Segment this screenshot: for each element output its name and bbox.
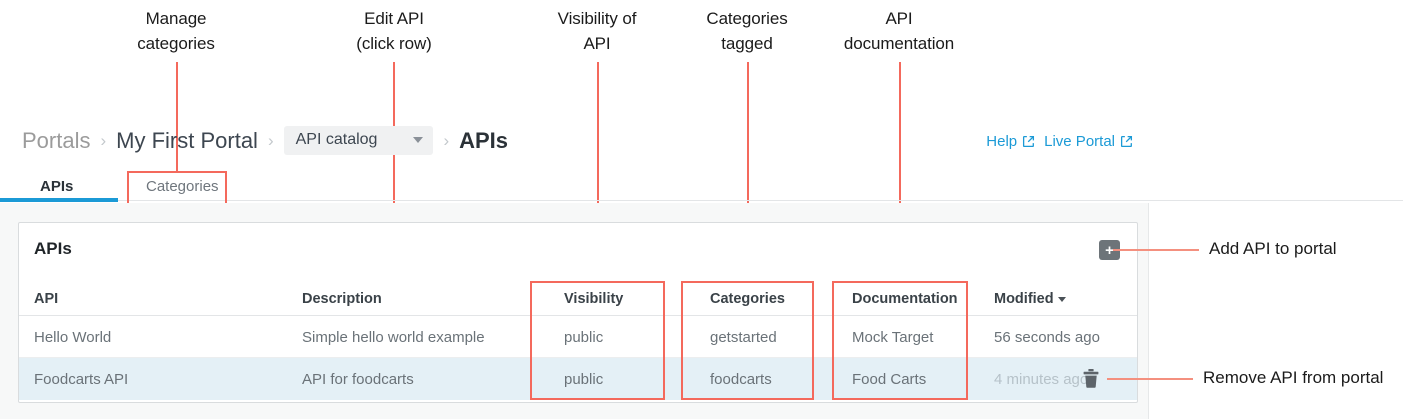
- column-header-documentation[interactable]: Documentation: [852, 291, 958, 307]
- breadcrumb-separator-icon: ›: [100, 130, 107, 150]
- breadcrumb-portals[interactable]: Portals: [22, 127, 91, 153]
- catalog-select[interactable]: API catalog: [283, 126, 434, 155]
- column-header-categories[interactable]: Categories: [710, 291, 785, 307]
- column-header-modified[interactable]: Modified: [994, 291, 1066, 307]
- column-header-modified-label: Modified: [994, 291, 1054, 307]
- tab-bar: APIs Categories: [0, 170, 1403, 204]
- annotation-line-categories: [747, 62, 749, 282]
- cell-visibility: public: [564, 329, 604, 346]
- annotation-remove-api-from-portal: Remove API from portal: [1203, 368, 1384, 387]
- column-header-api[interactable]: API: [34, 291, 59, 307]
- tab-active-underline: [0, 198, 118, 202]
- cell-documentation: Mock Target: [852, 329, 934, 346]
- cell-api: Hello World: [34, 329, 112, 346]
- chevron-down-icon: [413, 137, 424, 143]
- tab-categories[interactable]: Categories: [146, 178, 219, 195]
- catalog-select-value: API catalog: [295, 131, 378, 148]
- cell-categories: foodcarts: [710, 371, 772, 388]
- annotation-line-visibility: [597, 62, 599, 282]
- sort-desc-icon: [1057, 297, 1066, 302]
- live-portal-link-label: Live Portal: [1044, 133, 1115, 150]
- cell-modified: 56 seconds ago: [994, 329, 1100, 346]
- annotation-api-documentation: API documentation: [843, 9, 955, 53]
- add-api-button[interactable]: +: [1099, 240, 1120, 260]
- external-link-icon: [1120, 135, 1133, 148]
- delete-row-icon[interactable]: [1083, 369, 1099, 388]
- breadcrumb-separator-icon: ›: [267, 130, 274, 150]
- tab-apis[interactable]: APIs: [40, 178, 74, 195]
- tab-bar-divider: [118, 200, 1403, 201]
- cell-categories: getstarted: [710, 329, 777, 346]
- table-row[interactable]: Hello World Simple hello world example p…: [19, 316, 1137, 358]
- cell-documentation: Food Carts: [852, 371, 927, 388]
- breadcrumb: Portals › My First Portal › API catalog …: [22, 126, 508, 155]
- table-row[interactable]: Foodcarts API API for foodcarts public f…: [19, 358, 1137, 400]
- annotation-line-documentation: [899, 62, 901, 282]
- live-portal-link[interactable]: Live Portal: [1044, 133, 1133, 150]
- breadcrumb-separator-icon: ›: [443, 130, 450, 150]
- cell-description: Simple hello world example: [302, 329, 485, 346]
- help-link-label: Help: [986, 133, 1018, 150]
- cell-modified: 4 minutes ago: [994, 371, 1089, 388]
- annotation-add-api-to-portal: Add API to portal: [1209, 239, 1337, 258]
- annotation-edit-api: Edit API (click row): [356, 9, 432, 53]
- help-link[interactable]: Help: [986, 133, 1035, 150]
- annotation-categories-tagged: Categories tagged: [706, 9, 788, 53]
- external-link-icon: [1023, 135, 1035, 148]
- cell-description: API for foodcarts: [302, 371, 414, 388]
- annotation-line-manage-categories: [176, 62, 178, 172]
- page-title: APIs: [459, 127, 509, 153]
- annotation-manage-categories: Manage categories: [137, 9, 215, 53]
- card-title: APIs: [34, 239, 72, 258]
- breadcrumb-portal-name[interactable]: My First Portal: [116, 127, 258, 153]
- annotation-visibility-of-api: Visibility of API: [557, 9, 637, 53]
- cell-api: Foodcarts API: [34, 371, 129, 388]
- top-links: Help Live Portal: [986, 133, 1133, 150]
- table-header-row: API Description Visibility Categories Do…: [19, 281, 1137, 316]
- column-header-description[interactable]: Description: [302, 291, 382, 307]
- cell-visibility: public: [564, 371, 604, 388]
- annotation-line-add-api: [1113, 249, 1199, 251]
- annotation-line-remove-api: [1107, 378, 1193, 380]
- column-header-visibility[interactable]: Visibility: [564, 291, 624, 307]
